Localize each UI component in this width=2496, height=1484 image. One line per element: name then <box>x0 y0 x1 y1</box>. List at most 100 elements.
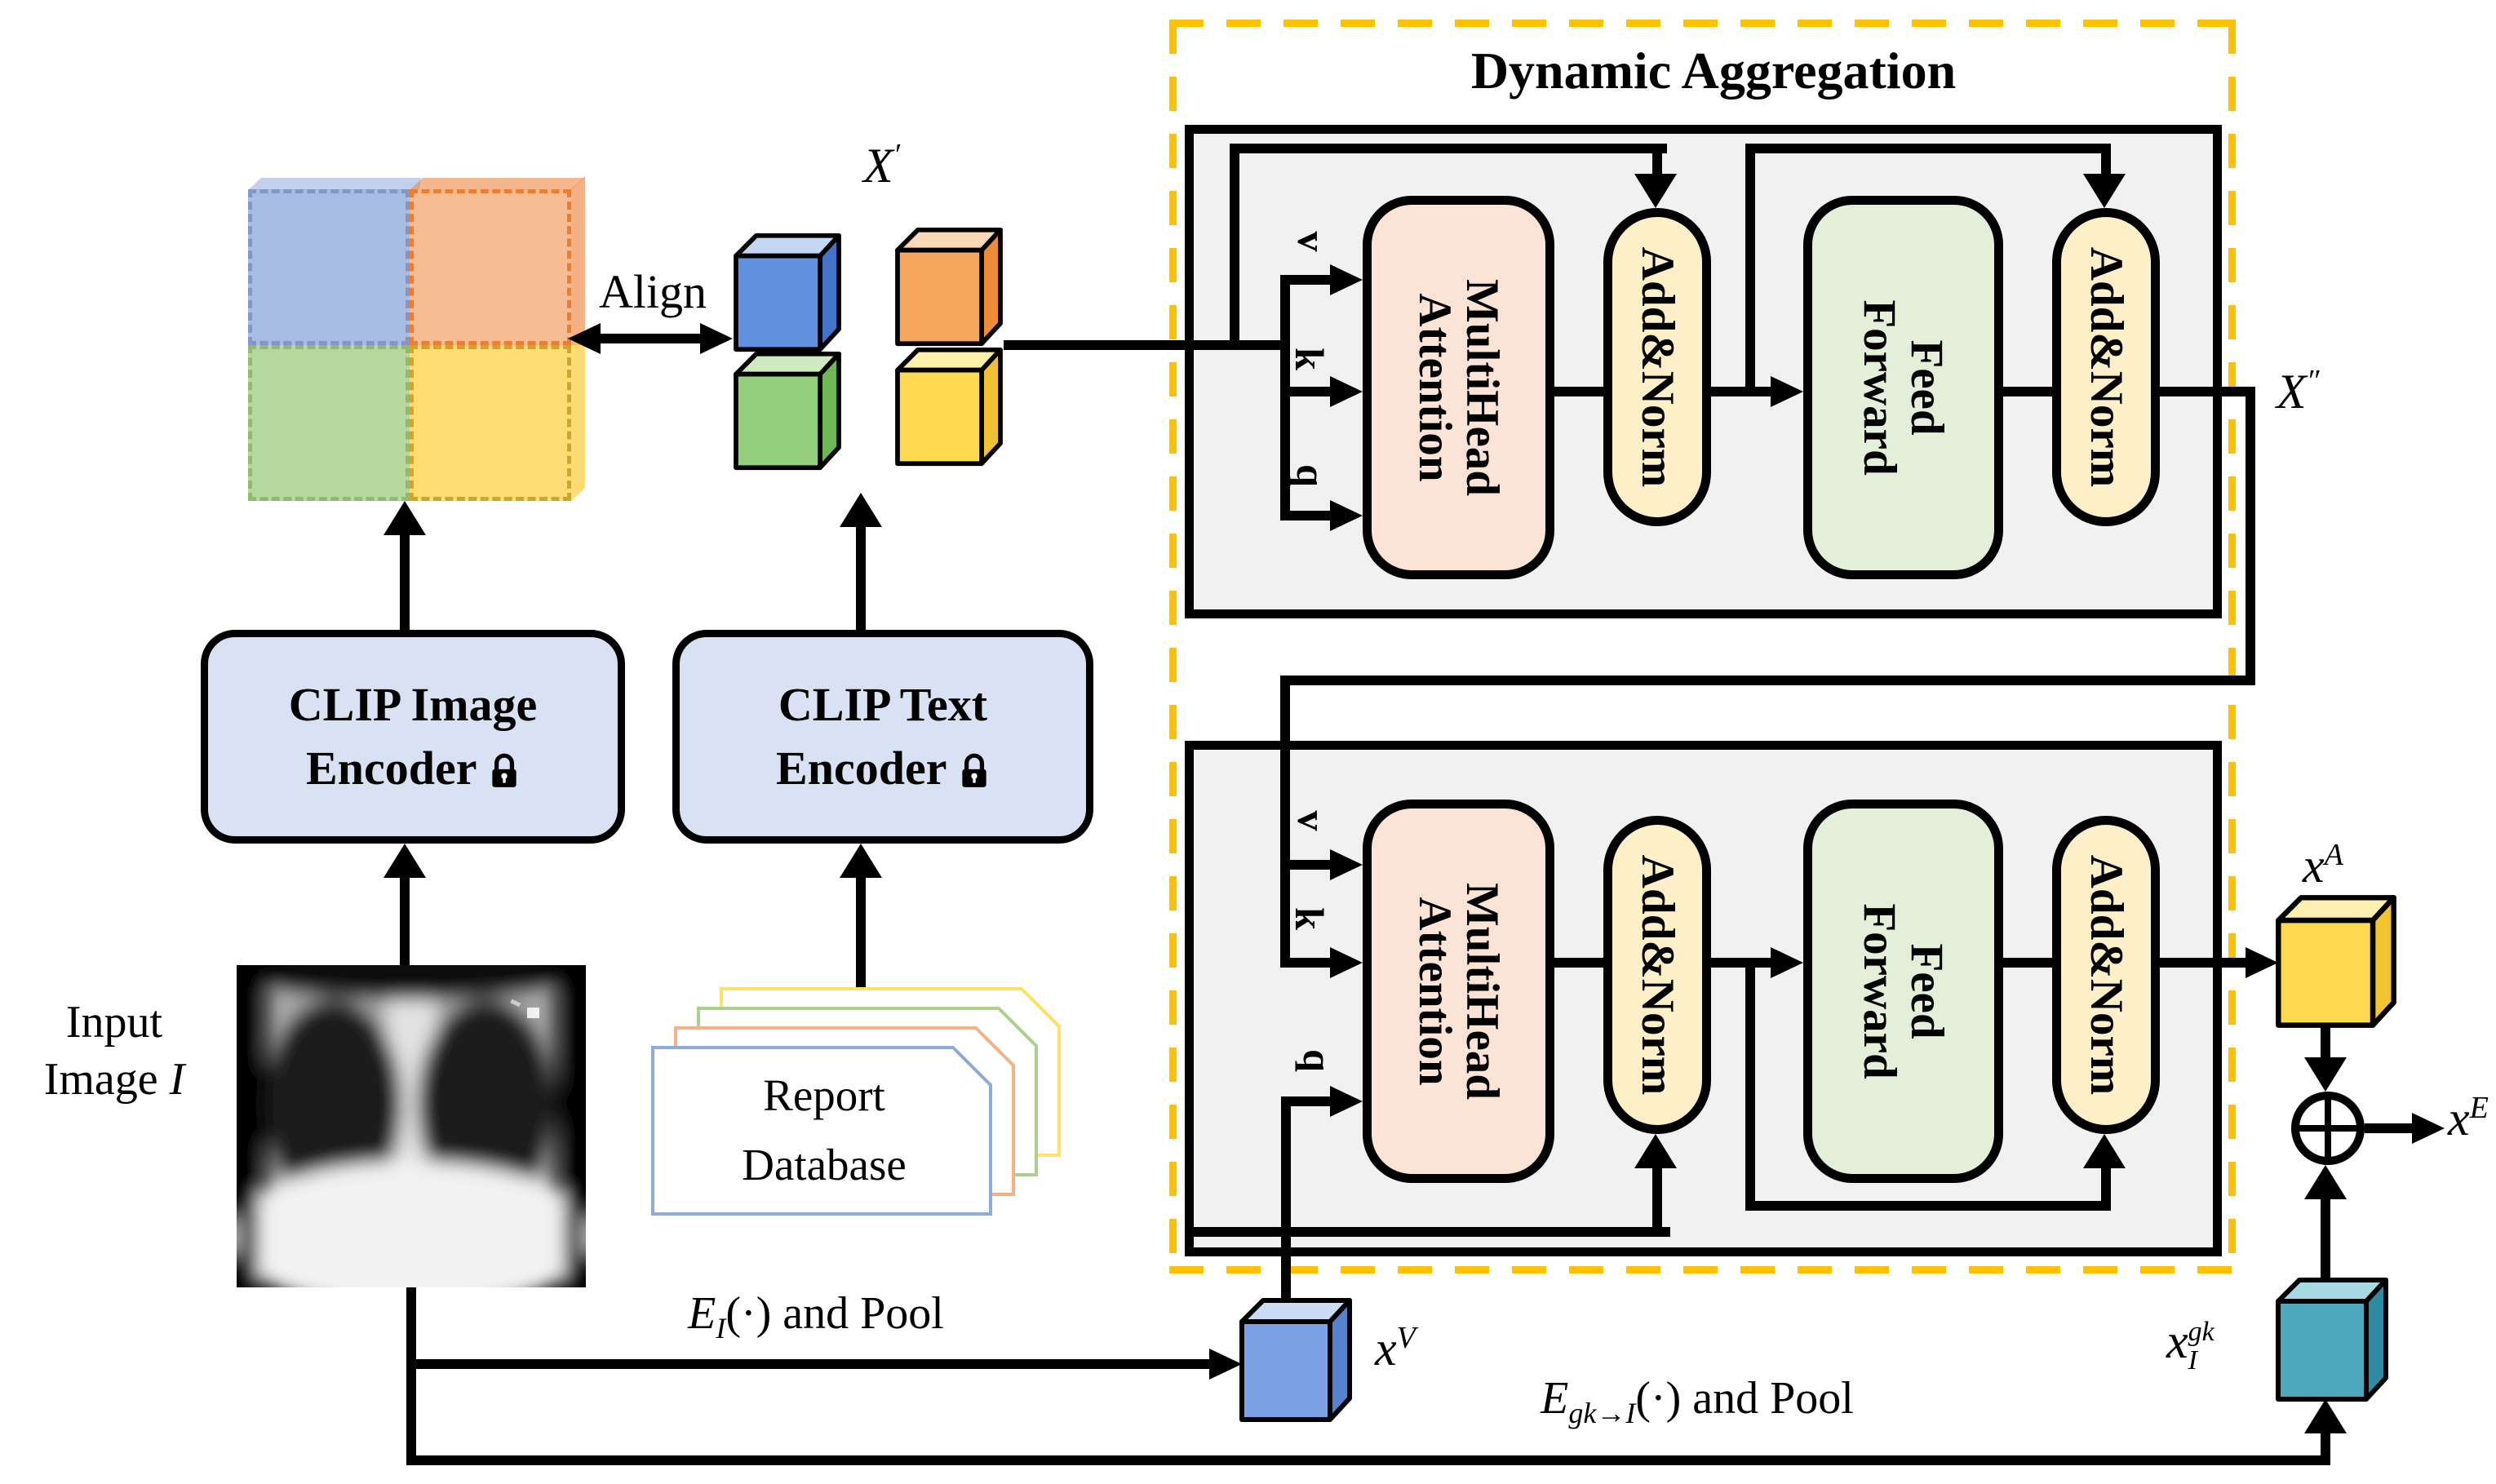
xv-label: xV <box>1375 1321 1416 1375</box>
connector-line <box>1554 958 1603 968</box>
arrowhead <box>383 844 426 878</box>
align-arrow-line <box>596 334 705 343</box>
add-norm-upper-2-label: Add&Norm <box>2081 246 2133 488</box>
multihead-attention-upper-label: MultiHead Attention <box>1409 279 1509 496</box>
connector-line <box>2003 958 2052 968</box>
connector-line <box>1290 860 1330 870</box>
arrowhead <box>1771 947 1803 978</box>
connector-line <box>1280 275 1290 521</box>
connector-line <box>1286 1096 1330 1106</box>
arrowhead <box>840 844 882 878</box>
connector-line <box>2003 387 2052 396</box>
arrowhead <box>2083 174 2126 208</box>
connector-line <box>1711 958 1771 968</box>
arrowhead <box>1634 1134 1677 1168</box>
align-arrowhead-right <box>700 323 733 354</box>
arrowhead <box>2083 1134 2126 1168</box>
connector-line <box>1004 340 1285 350</box>
patch-grid-top-edge-blue <box>248 178 421 190</box>
connector-line <box>1711 387 1771 396</box>
connector-line <box>1745 144 2111 153</box>
xa-cube <box>2276 895 2396 1028</box>
clip-text-encoder: CLIP Text Encoder <box>672 630 1093 844</box>
add-norm-upper-1 <box>1603 208 1711 526</box>
arrowhead <box>2304 1057 2347 1092</box>
dynamic-aggregation-title: Dynamic Aggregation <box>1470 42 1957 100</box>
arrowhead <box>1771 376 1803 407</box>
arrowhead <box>2246 947 2278 978</box>
patch-bottom-right-yellow <box>410 345 571 501</box>
clip-image-encoder-line2: Encoder <box>306 737 520 800</box>
connector-line <box>400 873 410 965</box>
arrowhead <box>1209 1349 1242 1380</box>
value-input-label: v <box>1289 810 1335 831</box>
align-label: Align <box>598 265 707 318</box>
multihead-attention-lower <box>1363 800 1554 1183</box>
egk-pool-label: Egk→I(·) and Pool <box>1541 1373 1854 1430</box>
feed-forward-lower <box>1803 800 2003 1183</box>
connector-line <box>406 1287 416 1462</box>
dashed-border-bottom <box>1169 1266 2236 1274</box>
token-cube-yellow <box>895 347 1003 467</box>
feed-forward-upper-label: Feed Forward <box>1854 299 1953 476</box>
connector-line <box>1745 1201 2111 1211</box>
connector-line <box>1280 676 1290 968</box>
connector-line <box>1285 387 1330 396</box>
patch-grid-side-edge-yellow <box>571 332 585 501</box>
input-image-label: Input Image I <box>43 997 185 1105</box>
align-arrowhead-left <box>568 323 601 354</box>
lock-icon <box>962 753 986 787</box>
dashed-border-right <box>2228 20 2236 1274</box>
feed-forward-upper <box>1803 196 2003 579</box>
patch-top-left-blue <box>248 189 410 345</box>
arrowhead <box>2412 1113 2445 1144</box>
arrowhead <box>1330 500 1363 531</box>
patch-top-right-orange <box>410 189 571 345</box>
connector-line <box>1745 148 1755 396</box>
feed-forward-lower-label: Feed Forward <box>1854 903 1953 1079</box>
connector-line <box>1652 152 1662 177</box>
clip-image-encoder-line1: CLIP Image <box>288 677 538 731</box>
connector-line <box>1230 148 1239 350</box>
add-norm-lower-1-label: Add&Norm <box>1632 854 1684 1096</box>
connector-line <box>856 873 866 990</box>
connector-line <box>2160 387 2246 396</box>
add-norm-upper-1-label: Add&Norm <box>1632 246 1684 488</box>
arrowhead <box>2304 1399 2347 1433</box>
connector-line <box>2101 152 2111 177</box>
add-norm-lower-1 <box>1603 816 1711 1134</box>
lock-icon <box>492 753 516 787</box>
connector-line <box>2321 1430 2330 1465</box>
connector-line <box>2365 1123 2412 1133</box>
connector-line <box>406 1455 2330 1465</box>
arrowhead <box>383 501 426 535</box>
connector-line <box>1230 144 1667 153</box>
key-input-label: k <box>1287 348 1332 370</box>
connector-line <box>1554 387 1603 396</box>
arrowhead <box>1330 376 1363 407</box>
token-cube-orange <box>895 227 1003 347</box>
x-double-prime-label: X″ <box>2277 364 2320 419</box>
arrowhead <box>2304 1165 2347 1199</box>
dashed-border-top <box>1169 20 2236 27</box>
add-norm-upper-2 <box>2052 208 2160 526</box>
connector-line <box>400 530 410 630</box>
connector-line <box>1745 968 1755 1211</box>
connector-line <box>2246 387 2255 685</box>
multihead-attention-upper <box>1363 196 1554 579</box>
arrowhead <box>1330 1086 1363 1117</box>
clip-image-encoder: CLIP Image Encoder <box>201 630 625 844</box>
connector-line <box>2321 1025 2330 1061</box>
patch-grid-top-edge-orange <box>410 178 584 190</box>
patch-grid-side-edge-orange <box>571 176 585 345</box>
connector-line <box>1285 676 2255 685</box>
add-norm-lower-2 <box>2052 816 2160 1134</box>
ei-pool-label: EI(·) and Pool <box>688 1288 944 1345</box>
connector-line <box>2160 958 2246 968</box>
add-norm-lower-2-label: Add&Norm <box>2081 854 2133 1096</box>
connector-line <box>2101 1165 2111 1204</box>
dashed-border-left <box>1169 20 1177 1274</box>
x-prime-label: X′ <box>863 138 900 193</box>
connector-line <box>411 1359 1209 1369</box>
